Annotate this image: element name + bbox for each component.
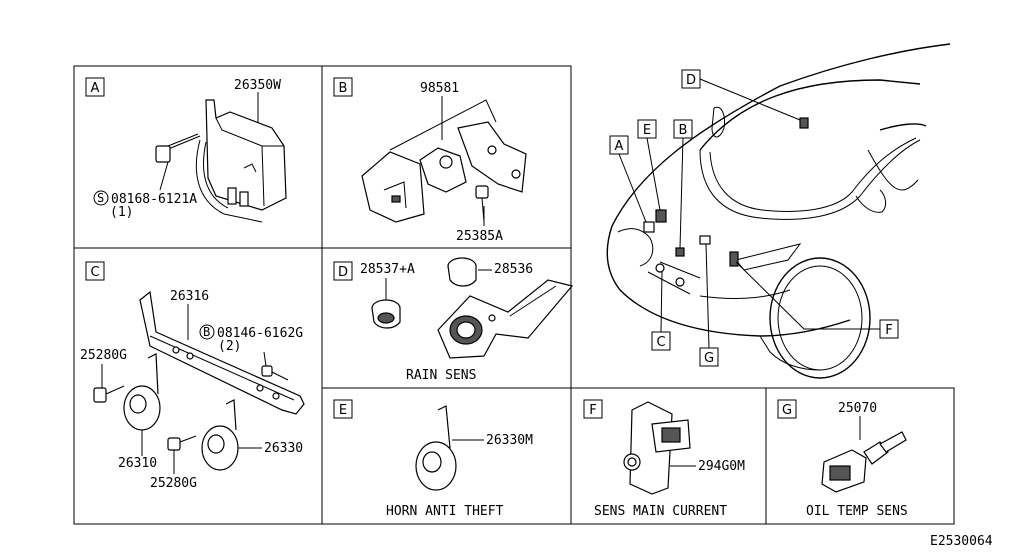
screw-symbol-s-icon [93, 190, 109, 206]
panel-a-letter-box [85, 77, 105, 97]
panel-c-letter-box [85, 261, 105, 281]
bolt-icon [93, 385, 125, 403]
panel-c-part-screw-top: 25280G [80, 348, 127, 363]
panel-e: E 26330M HORN ANTI THEFT [333, 399, 533, 519]
panel-c-part-bracket: 26316 [170, 289, 209, 304]
panel-frames [73, 65, 955, 525]
panel-g-caption: OIL TEMP SENS [806, 504, 908, 519]
panel-d-part-right: 28536 [494, 262, 533, 277]
car-front-illustration [606, 43, 951, 379]
panel-b-letter-box [333, 77, 353, 97]
horn-icon [201, 399, 239, 471]
panel-e-part: 26330M [486, 433, 533, 448]
bolt-icon [155, 133, 201, 163]
panel-b-part-main: 98581 [420, 81, 459, 96]
panel-a-part-main: 26350W [234, 78, 281, 93]
panel-g-letter-box [777, 399, 797, 419]
panel-e-letter-box [333, 399, 353, 419]
bolt-icon [261, 365, 289, 381]
current-sensor-icon [623, 401, 691, 495]
panel-g-letter: G [782, 403, 792, 418]
callout-g: G [704, 351, 714, 366]
panel-b-part-bolt: 25385A [456, 229, 503, 244]
panel-b-letter: B [339, 81, 348, 96]
panel-e-caption: HORN ANTI THEFT [386, 504, 504, 519]
panel-a-part-bolt: 08168-6121A [111, 192, 197, 207]
callout-b: B [679, 123, 688, 138]
panel-c: C 26316 B 08146-6162G (2) 25280G [80, 261, 305, 491]
panel-f: F 294G0M SENS MAIN CURRENT [583, 399, 745, 519]
panel-c-part-horn-right: 26330 [264, 441, 303, 456]
sensor-bracket-icon [361, 121, 527, 223]
panel-c-letter: C [90, 265, 99, 280]
horn-bracket-icon [139, 290, 305, 415]
panel-g-part: 25070 [838, 401, 877, 416]
panel-b: B 98581 25385A [333, 77, 527, 244]
horn-icon [123, 353, 161, 431]
panel-a-bolt-prefix: S [97, 191, 104, 205]
panel-d-letter: D [338, 265, 348, 280]
bolt-icon [475, 185, 489, 223]
panel-f-letter-box [583, 399, 603, 419]
rain-sensor-mount-icon [437, 279, 574, 359]
rain-sensor-cover-icon [371, 299, 401, 329]
oil-temp-sensor-icon [821, 431, 907, 493]
panel-c-part-screw-bottom: 25280G [150, 476, 197, 491]
bolt-icon [167, 435, 197, 451]
panel-f-caption: SENS MAIN CURRENT [594, 504, 727, 519]
relay-module-icon [195, 99, 287, 223]
panel-a: A 26350W S 08168-6121A (1) [85, 77, 287, 223]
car-callouts: D A E B C G F [609, 69, 899, 367]
rain-sensor-icon [447, 257, 477, 287]
panel-c-bolt-b-qty: (2) [218, 339, 241, 354]
figure-id: E2530064 [930, 534, 993, 549]
callout-c: C [656, 335, 665, 350]
panel-e-letter: E [339, 403, 347, 418]
callout-a: A [615, 139, 624, 154]
screw-symbol-b-icon [199, 324, 215, 340]
panel-d-part-left: 28537+A [360, 262, 415, 277]
panel-a-letter: A [91, 81, 100, 96]
callout-f: F [885, 323, 892, 338]
panel-d-letter-box [333, 261, 353, 281]
panel-f-part: 294G0M [698, 459, 745, 474]
panel-a-bolt-qty: (1) [110, 205, 133, 220]
panel-c-part-bolt-b: 08146-6162G [217, 326, 303, 341]
callout-d: D [686, 73, 696, 88]
panel-c-bolt-b-prefix: B [203, 325, 210, 339]
panel-c-part-horn-left: 26310 [118, 456, 157, 471]
panel-g: G 25070 OIL TEMP SENS [777, 399, 908, 519]
horn-icon [415, 405, 457, 491]
panel-d: D 28537+A 28536 RAIN SENS [333, 257, 574, 383]
panel-d-caption: RAIN SENS [406, 368, 476, 383]
callout-e: E [643, 123, 651, 138]
panel-f-letter: F [589, 403, 596, 418]
